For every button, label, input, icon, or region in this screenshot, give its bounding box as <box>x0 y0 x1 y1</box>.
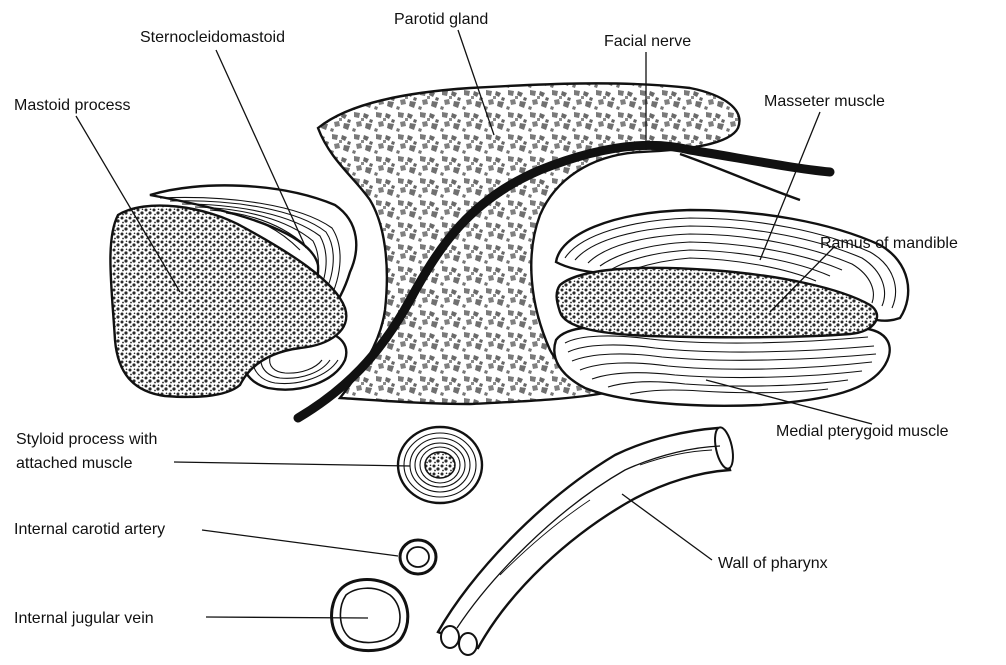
label-internal-jugular-vein: Internal jugular vein <box>14 610 154 627</box>
label-medial-pterygoid-muscle: Medial pterygoid muscle <box>776 423 949 440</box>
medial-pterygoid-muscle <box>554 327 889 406</box>
internal-carotid-artery-vessel <box>400 540 436 574</box>
label-wall-of-pharynx: Wall of pharynx <box>718 555 828 572</box>
label-styloid-line1: Styloid process with <box>16 431 157 448</box>
label-ramus-of-mandible: Ramus of mandible <box>820 235 958 252</box>
label-styloid-line2: attached muscle <box>16 455 133 472</box>
styloid-process <box>398 427 482 503</box>
label-facial-nerve: Facial nerve <box>604 33 691 50</box>
internal-jugular-vein-vessel <box>332 580 408 651</box>
label-masseter-muscle: Masseter muscle <box>764 93 885 110</box>
label-sternocleidomastoid: Sternocleidomastoid <box>140 29 285 46</box>
label-parotid-gland: Parotid gland <box>394 11 488 28</box>
label-mastoid-process: Mastoid process <box>14 97 131 114</box>
label-internal-carotid-artery: Internal carotid artery <box>14 521 165 538</box>
